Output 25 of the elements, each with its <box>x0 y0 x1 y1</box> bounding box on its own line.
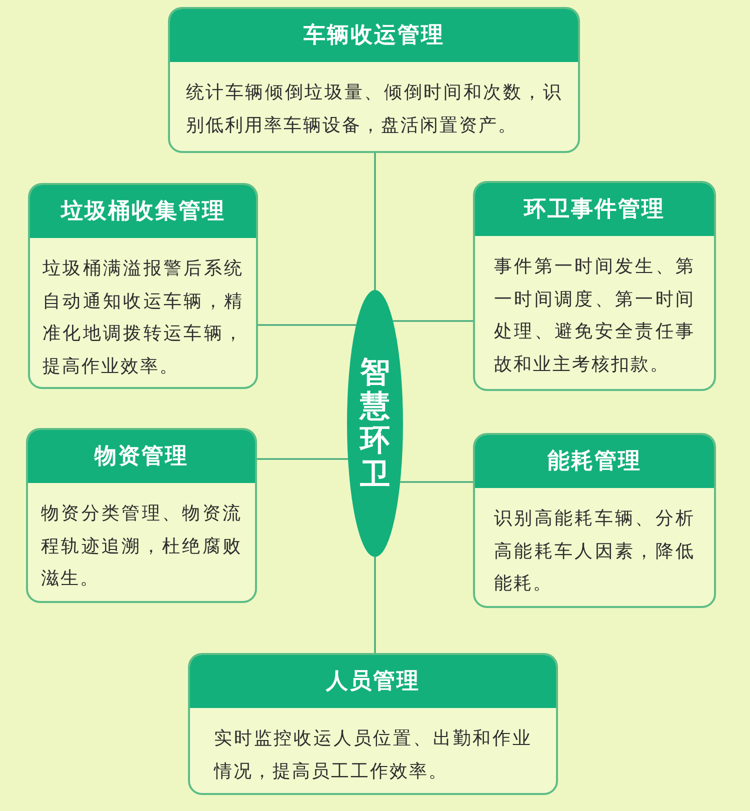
card-title: 垃圾桶收集管理 <box>30 185 256 238</box>
card-title: 环卫事件管理 <box>475 183 714 236</box>
connector-line <box>257 458 348 460</box>
info-card <box>28 183 258 389</box>
card-title: 车辆收运管理 <box>170 9 578 62</box>
card-description: 物资分类管理、物资流程轨迹追溯，杜绝腐败滋生。 <box>41 502 242 591</box>
info-card <box>26 428 257 603</box>
card-description: 实时监控收运人员位置、出勤和作业情况，提高员工工作效率。 <box>214 727 532 784</box>
info-card <box>473 433 716 608</box>
info-card <box>168 7 580 153</box>
connector-line <box>392 320 473 322</box>
card-description: 统计车辆倾倒垃圾量、倾倒时间和次数，识别低利用率车辆设备，盘活闲置资产。 <box>186 81 562 138</box>
card-title: 能耗管理 <box>475 435 714 488</box>
hub-title: 智慧环卫 <box>358 356 391 492</box>
card-description: 识别高能耗车辆、分析高能耗车人因素，降低能耗。 <box>494 507 695 596</box>
connector-line <box>400 481 473 483</box>
connector-line <box>258 324 356 326</box>
connector-line <box>374 557 376 653</box>
card-description: 垃圾桶满溢报警后系统自动通知收运车辆，精准化地调拨转运车辆，提高作业效率。 <box>42 257 244 378</box>
card-description: 事件第一时间发生、第一时间调度、第一时间处理、避免安全责任事故和业主考核扣款。 <box>494 255 695 376</box>
card-title: 物资管理 <box>28 430 255 483</box>
connector-line <box>374 153 376 290</box>
info-card <box>188 653 558 795</box>
info-card <box>473 181 716 391</box>
card-title: 人员管理 <box>190 655 556 708</box>
